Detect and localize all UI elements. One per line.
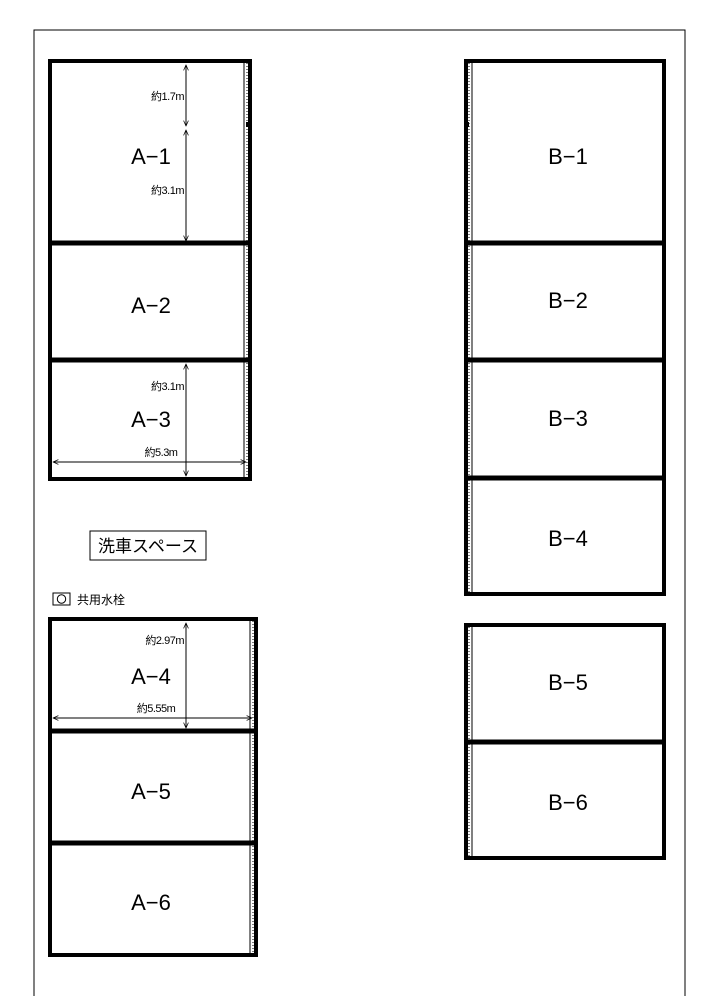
- block-b-upper: B−1 B−2 B−3 B−4: [464, 59, 666, 596]
- bay-label-a6: A−6: [131, 890, 171, 915]
- bay-label-b6: B−6: [548, 790, 588, 815]
- bay-label-b3: B−3: [548, 406, 588, 431]
- bay-label-b4: B−4: [548, 526, 588, 551]
- bay-label-a5: A−5: [131, 779, 171, 804]
- block-b-lower: B−5 B−6: [464, 623, 666, 860]
- bay-label-a3: A−3: [131, 407, 171, 432]
- block-a-lower-frame: [48, 617, 258, 957]
- dim-label-a3-width: 約5.3m: [145, 445, 178, 459]
- dim-label-a4-width: 約5.55m: [137, 701, 176, 715]
- bay-label-a1: A−1: [131, 144, 171, 169]
- bay-label-a2: A−2: [131, 293, 171, 318]
- block-a-lower: A−4 A−5 A−6 約2.97m 約5.55m: [48, 617, 258, 957]
- marker-a-upper: [246, 122, 251, 127]
- block-b-upper-frame: [464, 59, 666, 596]
- bay-label-b2: B−2: [548, 288, 588, 313]
- bay-label-b1: B−1: [548, 144, 588, 169]
- bay-label-b5: B−5: [548, 670, 588, 695]
- page-frame: [33, 29, 686, 996]
- dim-label-a4-depth: 約2.97m: [145, 633, 184, 647]
- wash-space-box: [89, 530, 207, 561]
- bay-label-a4: A−4: [131, 664, 171, 689]
- water-tap-label: 共用水栓: [77, 592, 125, 607]
- dim-label-a1-depth: 約3.1m: [151, 183, 184, 197]
- dim-label-a3-depth: 約3.1m: [151, 379, 184, 393]
- dim-label-a1-top: 約1.7m: [151, 89, 184, 103]
- block-a-upper: A−1 A−2 A−3 約1.7m 約3.1m 約3.1m 約5.3m: [48, 59, 252, 481]
- block-a-upper-frame: [48, 59, 252, 481]
- marker-b-upper: [464, 122, 469, 127]
- water-tap-icon: [52, 592, 71, 606]
- wash-space-label: 洗車スペース: [98, 537, 198, 556]
